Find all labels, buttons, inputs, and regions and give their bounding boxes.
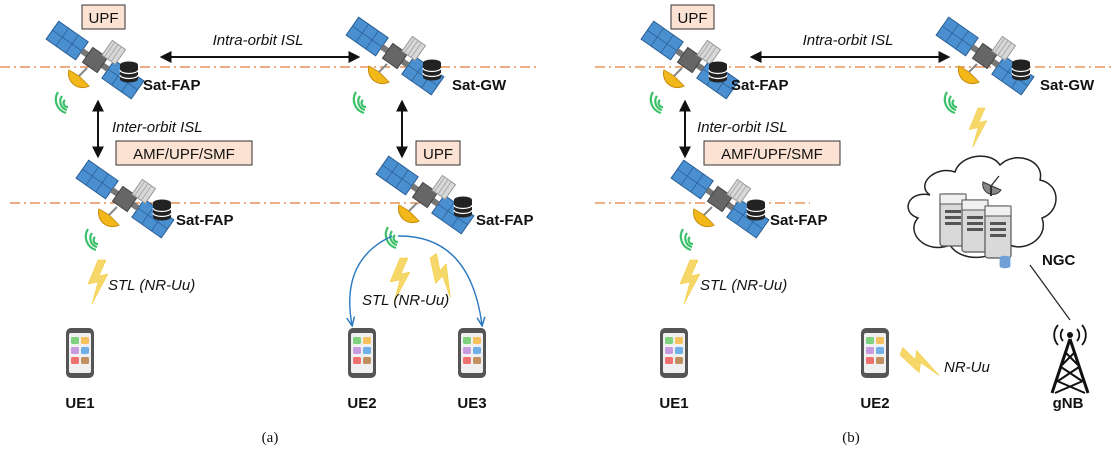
inter-orbit-isl-label: Inter-orbit ISL: [112, 119, 203, 136]
amf-label: AMF/UPF/SMF: [133, 146, 235, 163]
satellite-dish-icon: [982, 175, 1002, 196]
signal-icon: [943, 90, 959, 115]
lightning-icon: [679, 259, 701, 305]
sat-gw-label: Sat-GW: [1040, 77, 1095, 94]
intra-orbit-isl-label: Intra-orbit ISL: [803, 32, 894, 49]
amf-box: [115, 140, 253, 166]
panel-caption: (a): [262, 430, 279, 446]
signal-icon: [649, 90, 665, 115]
sat-fap-label: Sat-FAP: [476, 212, 534, 229]
backhaul-link: [1029, 264, 1071, 321]
gnb-label: gNB: [1053, 395, 1084, 412]
panel-caption: (b): [842, 430, 860, 446]
sat-gw-label: Sat-GW: [452, 77, 507, 94]
lightning-icon: [87, 259, 109, 305]
database-icon: [152, 198, 172, 222]
sat-fap-label: Sat-FAP: [176, 212, 234, 229]
multicast-arrow-ue3: [397, 235, 482, 325]
ue-label: UE1: [659, 395, 688, 412]
ngc-label: NGC: [1042, 252, 1076, 269]
ue-label: UE2: [347, 395, 376, 412]
database-icon: [453, 195, 473, 219]
database-icon: [422, 58, 442, 82]
satellite-icon: [345, 3, 454, 96]
signal-icon: [54, 90, 70, 115]
upf-box-top: [670, 4, 715, 30]
sat-fap-label: Sat-FAP: [143, 77, 201, 94]
signal-icon: [84, 227, 100, 252]
database-icon: [1011, 58, 1031, 82]
ue-label: UE1: [65, 395, 94, 412]
upf-box-top: [81, 4, 126, 30]
sat-fap-label: Sat-FAP: [731, 77, 789, 94]
server-icon: [984, 205, 1012, 259]
stl-label: STL (NR-Uu): [362, 292, 449, 309]
server-icon: [961, 199, 989, 253]
nruu-label: NR-Uu: [944, 359, 990, 376]
database-icon: [119, 60, 139, 84]
ue-label: UE2: [860, 395, 889, 412]
phone-icon: [66, 328, 94, 378]
amf-label: AMF/UPF/SMF: [721, 146, 823, 163]
panel-a: UPF AMF/UPF/SMF UPF Intra-orbit ISL Inte…: [0, 3, 540, 446]
phone-icon: [660, 328, 688, 378]
upf-label-top: UPF: [89, 10, 119, 27]
panel-b: UPF AMF/UPF/SMF Intra-orbit ISL Inter-or…: [595, 3, 1111, 446]
upf-label-right: UPF: [423, 146, 453, 163]
sat-fap-label: Sat-FAP: [770, 212, 828, 229]
stl-label: STL (NR-Uu): [108, 277, 195, 294]
upf-label-top: UPF: [678, 10, 708, 27]
phone-icon: [348, 328, 376, 378]
phone-icon: [861, 328, 889, 378]
phone-icon: [458, 328, 486, 378]
signal-icon: [352, 90, 368, 115]
amf-box: [703, 140, 841, 166]
gnb-tower-icon: [1050, 324, 1090, 394]
ue-label: UE3: [457, 395, 486, 412]
satellite-icon: [935, 3, 1044, 96]
database-icon: [746, 198, 766, 222]
inter-orbit-isl-label: Inter-orbit ISL: [697, 119, 788, 136]
multicast-arrow-ue2: [350, 235, 393, 325]
database-icon: [708, 60, 728, 84]
ngc-cloud: [907, 155, 1057, 269]
upf-box-right: [415, 140, 461, 166]
signal-icon: [679, 227, 695, 252]
lightning-icon: [896, 345, 946, 380]
lightning-icon: [968, 107, 988, 148]
database-icon: [999, 255, 1011, 269]
stl-label: STL (NR-Uu): [700, 277, 787, 294]
intra-orbit-isl-label: Intra-orbit ISL: [213, 32, 304, 49]
